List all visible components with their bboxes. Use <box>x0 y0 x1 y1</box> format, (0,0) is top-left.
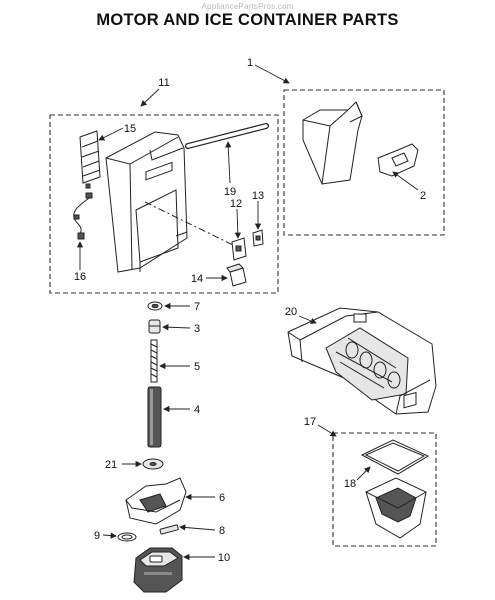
part-16-wire-harness[interactable] <box>73 192 93 240</box>
group-box-11 <box>49 114 279 294</box>
callout-4: 4 <box>194 404 200 416</box>
callout-7: 7 <box>194 301 200 313</box>
part-20-ice-maker-housing[interactable] <box>287 307 437 415</box>
callout-15: 15 <box>124 123 136 135</box>
callout-17: 17 <box>304 416 316 428</box>
part-13-clip[interactable] <box>252 229 264 247</box>
callout-3: 3 <box>194 323 200 335</box>
leader-lines <box>76 64 419 561</box>
part-19-rod[interactable] <box>185 123 269 149</box>
group-box-1 <box>283 89 445 236</box>
part-17-tray[interactable] <box>365 477 427 539</box>
diagram-title: MOTOR AND ICE CONTAINER PARTS <box>96 11 399 29</box>
part-5-auger-screw[interactable] <box>150 339 158 383</box>
part-15-panel[interactable] <box>79 130 101 189</box>
callout-12: 12 <box>230 198 242 210</box>
part-8-bar[interactable] <box>159 524 179 535</box>
callout-1: 1 <box>247 57 253 69</box>
callout-5: 5 <box>194 361 200 373</box>
part-21-disc[interactable] <box>142 458 164 470</box>
callout-9: 9 <box>94 530 100 542</box>
callout-19: 19 <box>224 186 236 198</box>
part-10-motor[interactable] <box>133 547 183 593</box>
part-11-housing[interactable] <box>105 131 188 273</box>
part-9-ring[interactable] <box>117 532 137 542</box>
callout-11: 11 <box>158 77 169 89</box>
callout-14: 14 <box>191 273 203 285</box>
callout-20: 20 <box>285 306 297 318</box>
callout-16: 16 <box>74 271 86 283</box>
part-6-motor-mount[interactable] <box>125 477 187 525</box>
part-4-shaft[interactable] <box>147 386 162 448</box>
callout-8: 8 <box>219 525 225 537</box>
watermark-text: AppliancePartsPros.com <box>201 2 294 11</box>
part-1-ice-bucket[interactable] <box>302 101 363 185</box>
part-7-washer[interactable] <box>147 301 163 311</box>
callout-6: 6 <box>219 492 225 504</box>
part-2-bucket-tab[interactable] <box>377 143 419 177</box>
part-14-relay[interactable] <box>226 263 247 287</box>
callout-18: 18 <box>344 478 356 490</box>
part-12-switch[interactable] <box>231 237 247 261</box>
callout-10: 10 <box>218 552 230 564</box>
part-18-gasket[interactable] <box>360 439 430 475</box>
callout-13: 13 <box>252 190 264 202</box>
group-box-17 <box>332 432 437 547</box>
part-3-coupler[interactable] <box>148 319 161 334</box>
callout-21: 21 <box>105 459 117 471</box>
assembly-axis-line <box>144 201 236 247</box>
callout-2: 2 <box>420 190 426 202</box>
